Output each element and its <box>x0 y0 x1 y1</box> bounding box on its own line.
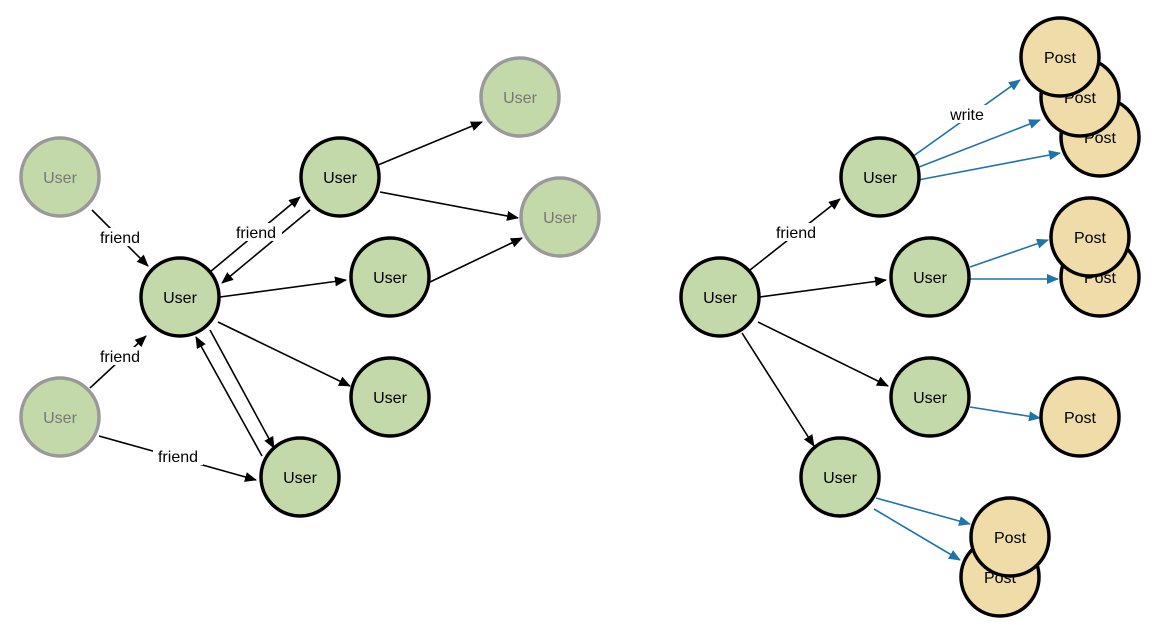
edge-write <box>873 508 961 561</box>
edge-label-friend: friend <box>776 225 816 242</box>
edge-center-to-mid <box>219 276 347 298</box>
edge-label-write: write <box>949 107 984 124</box>
user-node-center: User <box>139 256 221 338</box>
post-node: Post <box>1049 196 1131 278</box>
user-node: User <box>799 436 881 518</box>
left-graph-edge-labels: friend friend friend friend <box>94 223 282 466</box>
edge-label-friend: friend <box>236 225 276 242</box>
edge-center-to-bottom <box>741 332 815 447</box>
edge-write <box>875 497 971 526</box>
user-node: User <box>349 356 431 438</box>
left-graph-nodes: User User User User User User User User <box>19 56 601 518</box>
post-node: Post <box>1019 16 1101 98</box>
post-node-label: Post <box>1074 230 1107 247</box>
edge-write <box>917 150 1061 181</box>
user-node-faded: User <box>519 176 601 258</box>
user-node-label: User <box>283 470 317 487</box>
user-node-label: User <box>913 270 947 287</box>
post-stack-top: Post Post Post <box>1019 16 1141 178</box>
user-node-center: User <box>679 256 761 338</box>
edge-topmid-to-center <box>221 209 311 284</box>
edge-label-friend: friend <box>100 349 140 366</box>
left-graph-edges <box>89 121 523 482</box>
right-graph-edges-write <box>873 79 1061 561</box>
user-node-label: User <box>373 390 407 407</box>
user-node-label: User <box>43 410 77 427</box>
user-node-label: User <box>703 290 737 307</box>
right-graph-edge-labels: friend write <box>770 105 988 242</box>
user-node-label: User <box>323 170 357 187</box>
user-node-label: User <box>373 270 407 287</box>
edge-center-to-bottom <box>209 329 275 449</box>
user-node: User <box>299 136 381 218</box>
user-node-label: User <box>163 290 197 307</box>
user-node-label: User <box>823 470 857 487</box>
user-node: User <box>889 236 971 318</box>
post-single: Post <box>1039 376 1121 458</box>
edge-topmid-to-topright <box>377 121 483 166</box>
edge-label-friend: friend <box>158 449 198 466</box>
post-node: Post <box>1039 376 1121 458</box>
edge-center-to-lowmid <box>757 321 889 387</box>
user-node-label: User <box>543 210 577 227</box>
edge-write <box>969 406 1041 422</box>
user-node: User <box>889 356 971 438</box>
edge-bottom-to-center <box>195 336 263 457</box>
post-node-label: Post <box>1044 50 1077 67</box>
user-node-label: User <box>503 90 537 107</box>
edge-label-friend: friend <box>100 230 140 247</box>
right-graph-user-nodes: User User User User User <box>679 136 971 518</box>
edge-write <box>913 119 1041 170</box>
post-node-label: Post <box>994 530 1027 547</box>
edge-write <box>969 238 1049 268</box>
user-node-faded: User <box>19 376 101 458</box>
user-node-label: User <box>913 390 947 407</box>
user-node: User <box>349 236 431 318</box>
user-node: User <box>839 136 921 218</box>
post-stack-bottom: Post Post <box>959 496 1051 618</box>
user-node-faded: User <box>479 56 561 138</box>
edge-mid-to-right <box>429 237 523 283</box>
edge-center-to-lowmid <box>217 321 351 387</box>
post-node: Post <box>969 496 1051 578</box>
user-node-faded: User <box>19 136 101 218</box>
edge-topmid-to-right <box>379 191 519 221</box>
user-node-label: User <box>863 170 897 187</box>
edge-center-to-mid <box>759 276 887 298</box>
user-node-label: User <box>43 170 77 187</box>
user-node: User <box>259 436 341 518</box>
post-node-label: Post <box>1064 410 1097 427</box>
post-stack-mid: Post Post <box>1049 196 1141 318</box>
